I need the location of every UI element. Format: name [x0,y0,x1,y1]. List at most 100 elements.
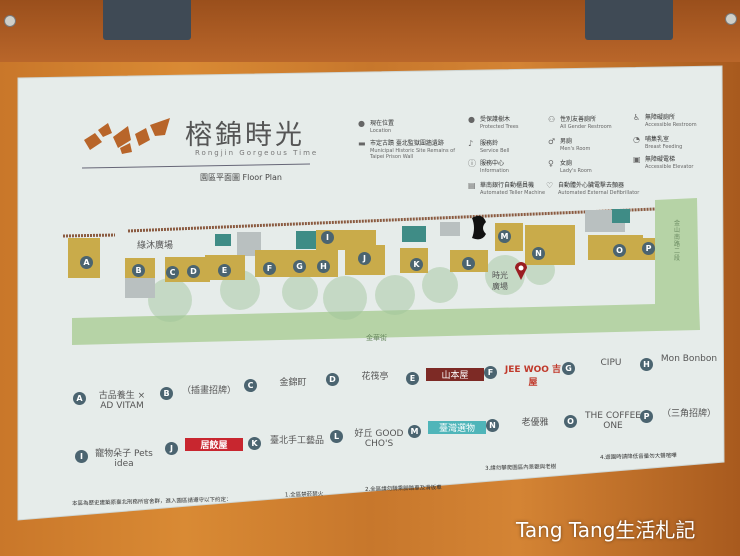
legend-en: Accessible Restroom [645,122,697,128]
tree [485,255,525,295]
legend-zh: 受保護樹木 [480,116,511,123]
shop-letter: P [640,410,653,423]
site-title: 榕錦時光 [185,120,305,151]
elevator-icon: ▣ [633,155,641,164]
shop-logo: 居餃屋 [185,438,243,451]
tree-icon: ● [468,115,475,124]
building-marker-l[interactable]: L [462,257,475,270]
shop-logo: 臺灣選物 [428,421,486,434]
site-subtitle: Rongjin Gorgeous Time [195,149,319,157]
screw [4,15,16,27]
road-south [72,303,700,345]
men-icon: ♂ [548,137,556,146]
shop-logo: 山本屋 [426,368,484,381]
legend-zh: 男廁 [560,138,573,145]
shop-logo: 古品養生 × AD VITAM [98,391,146,411]
shop-logo: 老優雅 [521,418,549,428]
shop-logo: 金錦町 [279,378,307,388]
shop-logo: 花筏亭 [361,372,389,382]
building-marker-o[interactable]: O [613,244,626,257]
shop-logo: 寵物朵子 Pets idea [95,449,153,469]
butterfly-mark [472,215,486,240]
shop-letter: G [562,362,575,375]
info-icon: ⓘ [468,159,476,168]
breastfeeding-icon: ◔ [633,135,640,144]
shop-logo: 臺北手工藝品 [269,436,324,446]
street-south-label: 金華街 [366,334,387,342]
aed-icon: ♡ [546,181,554,190]
building-marker-c[interactable]: C [166,266,179,279]
facility-building [402,226,426,242]
building-n [525,225,575,265]
atm-icon: ▤ [468,181,476,190]
legend-zh: 女廁 [560,160,573,167]
legend-en: Automated Teller Machine [480,190,546,196]
bell-icon: ♪ [468,139,474,148]
legend-en: Breast Feeding [645,144,683,150]
location-pin-icon: ● [358,119,365,128]
shop-letter: M [408,425,421,438]
accessible-restroom-icon: ♿ [633,113,641,122]
shop-letter: D [326,373,339,386]
building-marker-p[interactable]: P [642,242,655,255]
legend-en: Municipal Historic Site Remains of Taipe… [370,148,455,160]
legend-zh: 市定古蹟 臺北監獄圍牆遺跡 [370,140,444,147]
shop-letter: O [564,415,577,428]
annex-building [125,278,155,298]
legend-zh: 性別友善廁所 [560,116,597,123]
shop-letter: N [486,419,499,432]
building-marker-i[interactable]: I [321,231,334,244]
building-marker-j[interactable]: J [358,252,371,265]
mounting-bracket [585,0,673,40]
road-east [655,198,699,316]
building-marker-k[interactable]: K [410,258,423,271]
women-icon: ♀ [548,159,554,168]
shop-logo: CIPU [600,358,622,368]
screw [725,13,737,25]
prison-wall [127,207,656,233]
legend-zh: 服務中心 [480,160,505,167]
building-marker-m[interactable]: M [498,230,511,243]
legend-zh: 現在位置 [370,120,395,127]
shop-letter: H [640,358,653,371]
building-marker-d[interactable]: D [187,265,200,278]
tree [282,274,318,310]
building-marker-b[interactable]: B [132,264,145,277]
rule-1: 1.全區禁菸禁火 [284,491,324,499]
legend-en: Protected Trees [480,124,519,130]
plaza-time-label: 時光廣場 [492,271,508,291]
shop-logo: JEE WOO 吉屋 [504,365,562,388]
shop-letter: L [330,430,343,443]
street-east-label: 金山南路二段 [674,220,681,262]
building-marker-e[interactable]: E [218,264,231,277]
mounting-bracket [103,0,191,40]
building-marker-a[interactable]: A [80,256,93,269]
building-marker-f[interactable]: F [263,262,276,275]
wall-icon: ▬ [358,139,366,148]
legend-en: Men's Room [560,146,591,152]
legend-zh: 無障礙電梯 [645,156,676,163]
building-marker-n[interactable]: N [532,247,545,260]
location-pin-icon [515,262,527,280]
watermark: Tang Tang生活札記 [516,518,696,542]
building-marker-g[interactable]: G [293,260,306,273]
shop-letter: A [73,392,86,405]
legend-en: Accessible Elevator [645,164,694,170]
shop-letter: K [248,437,261,450]
legend-en: All Gender Restroom [560,124,612,130]
legend-zh: 自動體外心臟電擊去顫器 [558,182,625,189]
tree [375,275,415,315]
building-marker-h[interactable]: H [317,260,330,273]
legend-en: Service Bell [480,148,510,154]
